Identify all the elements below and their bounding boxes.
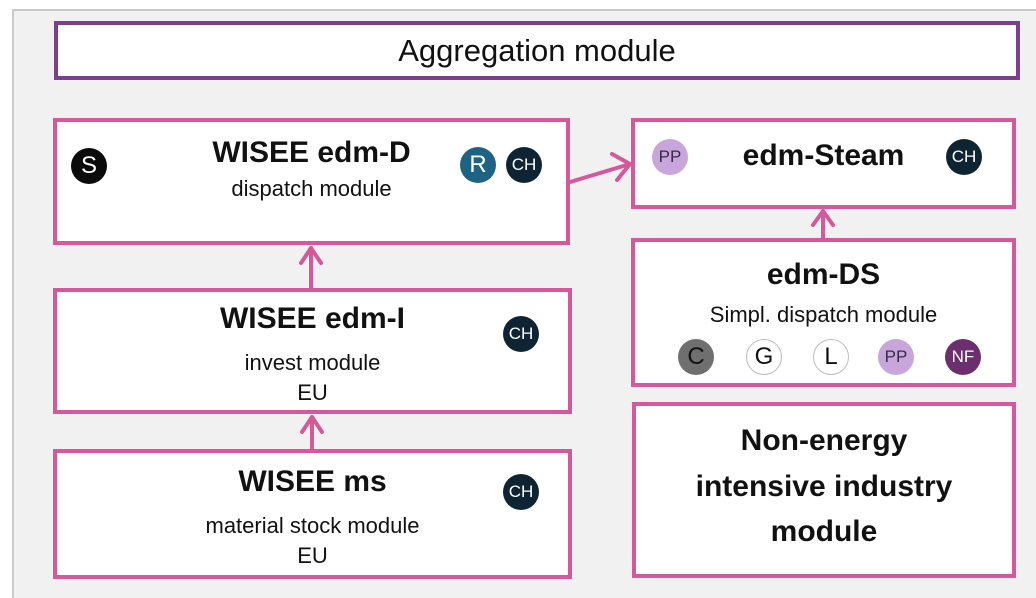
nf-badge: NF — [945, 339, 981, 375]
edm-steam-title: edm-Steam — [742, 139, 905, 172]
g-badge: G — [746, 339, 782, 375]
edm-ds-title: edm-DS — [766, 258, 881, 291]
aggregation-module-box: Aggregation module — [54, 21, 1020, 80]
non-energy-line-1: Non-energy — [740, 424, 908, 457]
aggregation-module-label: Aggregation module — [398, 32, 676, 68]
edm-i-region: EU — [297, 380, 328, 405]
edm-ds-box: edm-DS Simpl. dispatch module C G L PP N… — [631, 238, 1016, 387]
c-badge: C — [678, 339, 714, 375]
edm-i-box: WISEE edm-I invest module EU CH — [53, 288, 572, 414]
ms-title: WISEE ms — [238, 465, 387, 498]
ms-box: WISEE ms material stock module EU CH — [53, 449, 572, 579]
l-badge: L — [813, 339, 849, 375]
r-badge: R — [460, 147, 496, 183]
non-energy-box: Non-energy intensive industry module — [632, 402, 1016, 578]
ch-badge: CH — [506, 147, 542, 183]
edm-d-subtitle: dispatch module — [231, 176, 392, 201]
ms-region: EU — [297, 543, 328, 568]
ch-badge: CH — [946, 139, 982, 175]
pp-badge: PP — [652, 139, 688, 175]
pp-badge: PP — [878, 339, 914, 375]
edm-i-title: WISEE edm-I — [219, 302, 406, 335]
non-energy-line-2: intensive industry — [695, 470, 953, 503]
edm-steam-box: PP edm-Steam CH — [631, 118, 1016, 209]
ms-subtitle: material stock module — [205, 513, 420, 538]
non-energy-line-3: module — [770, 515, 878, 548]
ch-badge: CH — [503, 316, 539, 352]
edm-ds-subtitle: Simpl. dispatch module — [709, 302, 938, 327]
edm-d-title: WISEE edm-D — [212, 136, 411, 169]
edm-i-subtitle: invest module — [244, 350, 381, 375]
s-badge: S — [71, 148, 107, 184]
ch-badge: CH — [503, 474, 539, 510]
edm-d-box: S WISEE edm-D dispatch module R CH — [53, 118, 570, 245]
